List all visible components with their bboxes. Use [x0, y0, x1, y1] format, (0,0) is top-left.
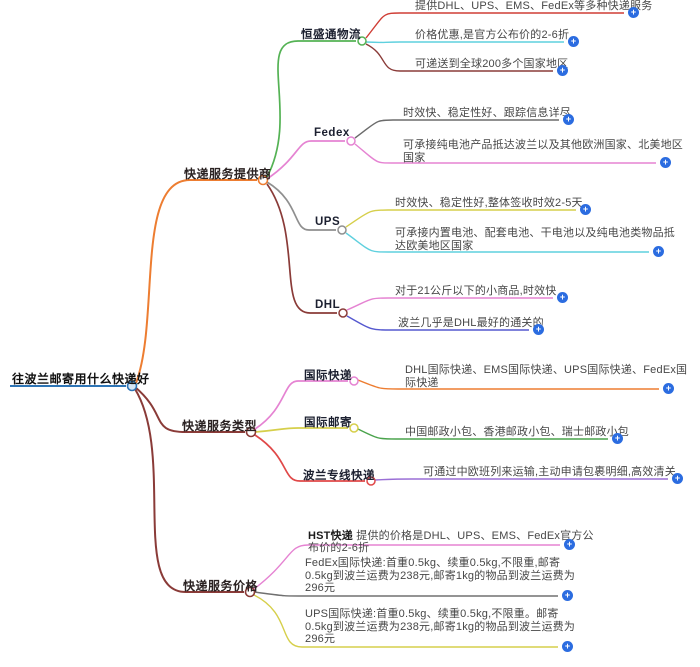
node-intl-post[interactable]: 国际邮寄: [304, 417, 352, 429]
leaf-hst-countries[interactable]: 可递送到全球200多个国家地区: [415, 58, 569, 70]
connector-hengshengtong: [266, 40, 356, 178]
node-fedex[interactable]: Fedex: [314, 127, 350, 139]
leaf-fedex-battery[interactable]: 可承接纯电池产品抵达波兰以及其他欧洲国家、北美地区 国家: [403, 139, 683, 164]
node-ups[interactable]: UPS: [315, 216, 341, 228]
root-node[interactable]: 往波兰邮寄用什么快递好: [12, 372, 150, 386]
leafline-ups-battery: [345, 232, 649, 253]
dhl-node-circle[interactable]: [338, 308, 348, 318]
add-icon[interactable]: +: [568, 36, 579, 47]
fedex-node-circle[interactable]: [346, 136, 356, 146]
leaf-ups-speed[interactable]: 时效快、稳定性好,整体签收时效2-5天: [395, 197, 583, 209]
leaf-dhl-small-goods[interactable]: 对于21公斤以下的小商品,时效快: [395, 285, 557, 297]
leafline-intl-post: [357, 428, 608, 440]
add-icon[interactable]: +: [660, 157, 671, 168]
intl-post-node-circle[interactable]: [349, 423, 359, 433]
add-icon[interactable]: +: [653, 246, 664, 257]
leafline-ups-price: [253, 594, 558, 648]
leafline-hstprice: [253, 544, 560, 590]
connector-intl-express: [254, 380, 348, 430]
leaf-intl-post-list[interactable]: 中国邮政小包、香港邮政小包、瑞士邮政小包: [405, 426, 629, 438]
ups-node-circle[interactable]: [337, 225, 347, 235]
add-icon[interactable]: +: [612, 433, 623, 444]
node-intl-express[interactable]: 国际快递: [304, 370, 352, 382]
leafline-fedex-price: [253, 591, 558, 597]
providers-node-circle[interactable]: [257, 174, 269, 186]
leafline-poland-line: [374, 478, 668, 481]
connector-poland-line: [254, 434, 365, 482]
node-hengshengtong[interactable]: 恒盛通物流: [301, 29, 361, 41]
root-node-circle[interactable]: [126, 380, 138, 392]
connector-types: [134, 386, 245, 433]
leaf-fedex-price[interactable]: FedEx国际快递:首重0.5kg、续重0.5kg,不限重,邮寄 0.5kg到波…: [305, 557, 576, 594]
add-icon[interactable]: +: [564, 539, 575, 550]
types-node-circle[interactable]: [245, 426, 257, 438]
add-icon[interactable]: +: [563, 114, 574, 125]
connector-prices: [134, 388, 244, 593]
add-icon[interactable]: +: [562, 590, 573, 601]
node-poland-line[interactable]: 波兰专线快递: [303, 470, 375, 482]
leaf-hst-discount[interactable]: 价格优惠,是官方公布价的2-6折: [415, 29, 570, 41]
branch-providers[interactable]: 快递服务提供商: [184, 167, 272, 181]
leafline-hst-countries: [365, 43, 553, 72]
leafline-fedex-speed: [354, 119, 559, 139]
leafline-hst-services: [365, 12, 624, 39]
hengshengtong-node-circle[interactable]: [357, 36, 367, 46]
leafline-intl-express: [357, 379, 659, 390]
leafline-ups-speed: [345, 209, 576, 228]
connector-intl-post: [254, 427, 348, 433]
intl-express-node-circle[interactable]: [349, 376, 359, 386]
leaf-ups-battery[interactable]: 可承接内置电池、配套电池、干电池以及纯电池类物品抵 达欧美地区国家: [395, 227, 675, 252]
add-icon[interactable]: +: [628, 7, 639, 18]
add-icon[interactable]: +: [672, 473, 683, 484]
branch-prices[interactable]: 快递服务价格: [183, 579, 259, 593]
leaf-hst-services[interactable]: 提供DHL、UPS、EMS、FedEx等多种快递服务: [415, 0, 653, 12]
add-icon[interactable]: +: [580, 204, 591, 215]
leaf-poland-line-desc[interactable]: 可通过中欧班列来运输,主动申请包裹明细,高效清关: [423, 466, 676, 478]
add-icon[interactable]: +: [557, 292, 568, 303]
leafline-dhl-small: [346, 297, 553, 311]
leafline-fedex-battery: [354, 143, 656, 164]
leaf-hst-price-text: 提供的价格是DHL、UPS、EMS、FedEx官方公 布价的2-6折: [308, 529, 594, 555]
branch-types[interactable]: 快递服务类型: [182, 419, 258, 433]
add-icon[interactable]: +: [533, 324, 544, 335]
poland-line-node-circle[interactable]: [366, 476, 376, 486]
leaf-hst-price[interactable]: HST快递 提供的价格是DHL、UPS、EMS、FedEx官方公 布价的2-6折: [308, 517, 594, 555]
add-icon[interactable]: +: [562, 641, 573, 652]
leaf-hst-price-label: HST快递: [308, 529, 353, 542]
leaf-dhl-customs[interactable]: 波兰几乎是DHL最好的通关的: [398, 317, 544, 329]
add-icon[interactable]: +: [557, 65, 568, 76]
node-dhl[interactable]: DHL: [315, 299, 341, 311]
leaf-fedex-speed[interactable]: 时效快、稳定性好、跟踪信息详尽: [403, 107, 571, 119]
connector-providers: [135, 179, 257, 384]
prices-node-circle[interactable]: [244, 586, 256, 598]
leaf-ups-price[interactable]: UPS国际快递:首重0.5kg、续重0.5kg,不限重。邮寄 0.5kg到波兰运…: [305, 608, 576, 645]
connector-ups: [266, 181, 336, 231]
connector-fedex: [266, 140, 345, 180]
connector-dhl: [266, 183, 337, 314]
leaf-intl-express-list[interactable]: DHL国际快递、EMS国际快递、UPS国际快递、FedEx国 际快递: [405, 364, 688, 389]
leafline-dhl-customs: [346, 315, 529, 331]
add-icon[interactable]: +: [663, 383, 674, 394]
